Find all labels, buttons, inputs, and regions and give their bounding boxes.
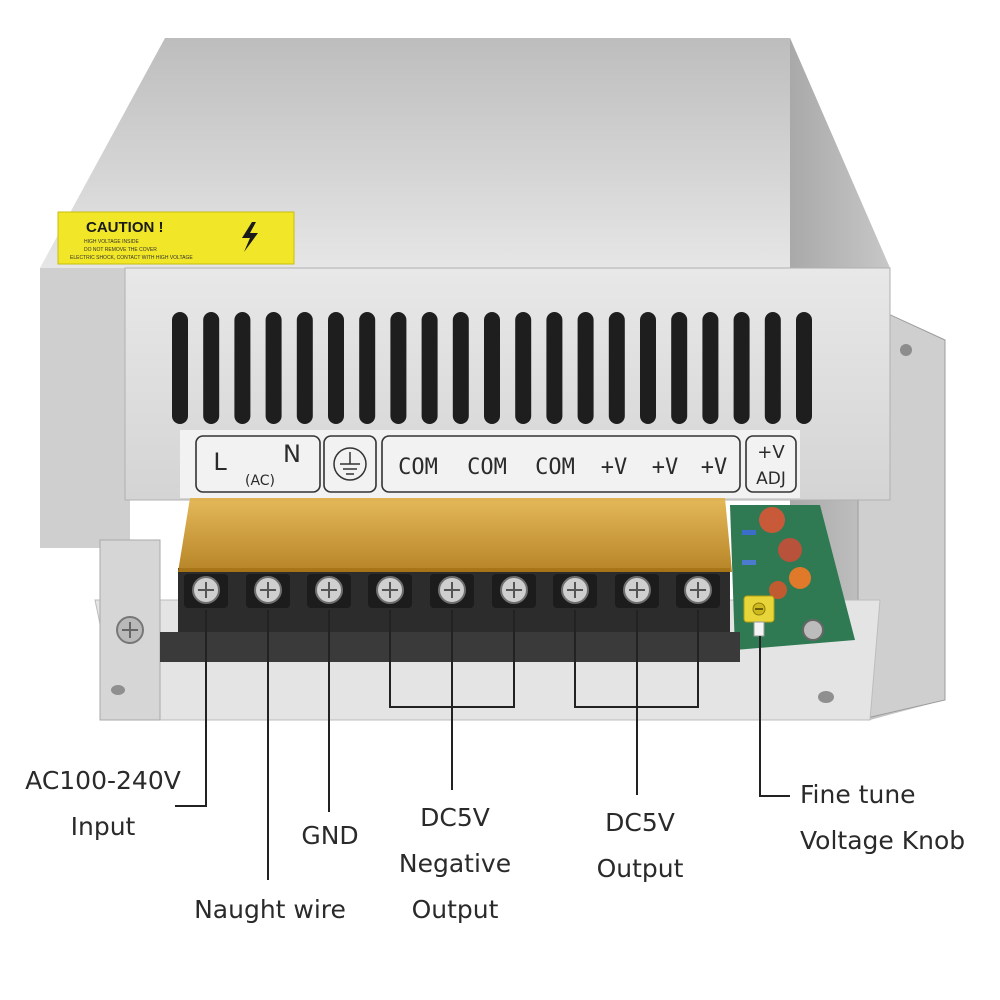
fine-tune-callout: Fine tune Voltage Knob: [800, 772, 985, 864]
vent-slot: [796, 312, 812, 424]
resistor: [742, 560, 756, 565]
dc-output-callout: DC5V Output: [575, 800, 705, 892]
caution-line-2: DO NOT REMOVE THE COVER: [84, 247, 157, 253]
vent-slot: [608, 312, 625, 424]
ac-n-label: N: [283, 440, 301, 468]
dc-output-text: Output: [596, 854, 684, 883]
dc-negative-polarity-text: Negative: [398, 849, 512, 878]
vent-slot: [452, 312, 469, 424]
adj-bottom-label: ADJ: [756, 469, 786, 489]
lightning-icon: [242, 222, 258, 252]
mounting-hole-right: [818, 691, 834, 703]
vent-slot: [733, 312, 750, 424]
output-terminal-label: +V: [601, 455, 628, 480]
resistor: [742, 530, 756, 535]
vent-slot: [328, 312, 344, 424]
output-terminal-label: COM: [467, 455, 507, 480]
pcb-screw: [802, 619, 824, 641]
vent-slot: [671, 312, 688, 424]
vent-slots: [172, 312, 812, 424]
output-terminal-label: +V: [701, 455, 728, 480]
ac-input-text: Input: [70, 812, 136, 841]
capacitor: [778, 538, 802, 562]
mounting-hole-left: [111, 685, 125, 695]
vent-slot: [702, 312, 719, 424]
ac-input-voltage-text: AC100-240V: [25, 766, 181, 795]
caution-title: CAUTION !: [86, 219, 164, 236]
vent-slot: [546, 312, 563, 424]
vent-slot: [172, 312, 188, 424]
capacitor: [789, 567, 811, 589]
output-terminal-labels: COM COM COM +V +V +V: [398, 455, 727, 480]
ground-symbol-icon: [333, 447, 367, 481]
vent-slot: [234, 312, 251, 424]
vent-slot: [640, 312, 656, 424]
vent-slot: [203, 312, 220, 424]
adj-top-label: +V: [757, 442, 785, 463]
capacitor: [769, 581, 787, 599]
pcb-board: [730, 505, 855, 650]
ac-l-label: L: [213, 448, 227, 476]
gnd-callout: GND: [301, 821, 359, 850]
label-panel-strip: [180, 430, 800, 498]
vent-slot: [577, 312, 594, 424]
neutral-wire-callout: Naught wire: [194, 895, 346, 924]
vent-slot: [421, 312, 438, 424]
ground-label-box: [323, 435, 377, 493]
caution-line-3: ELECTRIC SHOCK, CONTACT WITH HIGH VOLTAG…: [70, 255, 193, 261]
vent-slot: [265, 312, 282, 424]
leader-lines: [175, 610, 790, 880]
vent-slot: [764, 312, 781, 424]
ac-label-box: [195, 435, 321, 493]
dc-negative-callout: DC5V Negative Output: [385, 795, 525, 933]
terminal-label-panel: L N (AC) COM COM COM +V +V +V +V ADJ: [180, 430, 800, 498]
caution-label: CAUTION ! HIGH VOLTAGE INSIDE DO NOT REM…: [57, 211, 295, 265]
output-label-box: [381, 435, 741, 493]
led-indicator: [753, 621, 765, 637]
dc-negative-output-text: Output: [411, 895, 499, 924]
dc-negative-voltage-text: DC5V: [420, 803, 490, 832]
leader-line: [175, 610, 207, 807]
vent-slot: [515, 312, 532, 424]
output-terminal-label: COM: [535, 455, 575, 480]
caution-label-background: [57, 211, 295, 265]
caution-line-1: HIGH VOLTAGE INSIDE: [84, 239, 139, 245]
ac-input-callout: AC100-240V Input: [8, 758, 198, 850]
voltage-knob-text: Voltage Knob: [800, 826, 966, 855]
ac-sub-label: (AC): [245, 473, 275, 489]
leader-line: [759, 636, 790, 797]
housing-left-face: [40, 268, 130, 548]
terminal-cover: [178, 498, 732, 572]
bracket-hole: [900, 344, 912, 356]
vent-slot: [296, 312, 313, 424]
adj-label-box: [745, 435, 797, 493]
terminal-block: [160, 498, 740, 662]
dc-output-voltage-text: DC5V: [605, 808, 675, 837]
output-terminal-label: +V: [652, 455, 679, 480]
vent-slot: [359, 312, 376, 424]
terminal-screws: [184, 574, 720, 608]
vent-slot: [484, 312, 500, 424]
output-terminal-label: COM: [398, 455, 438, 480]
vent-slot: [390, 312, 407, 424]
fine-tune-text: Fine tune: [800, 780, 916, 809]
housing-top: [40, 38, 890, 268]
capacitor: [759, 507, 785, 533]
terminal-block-base: [160, 632, 740, 662]
